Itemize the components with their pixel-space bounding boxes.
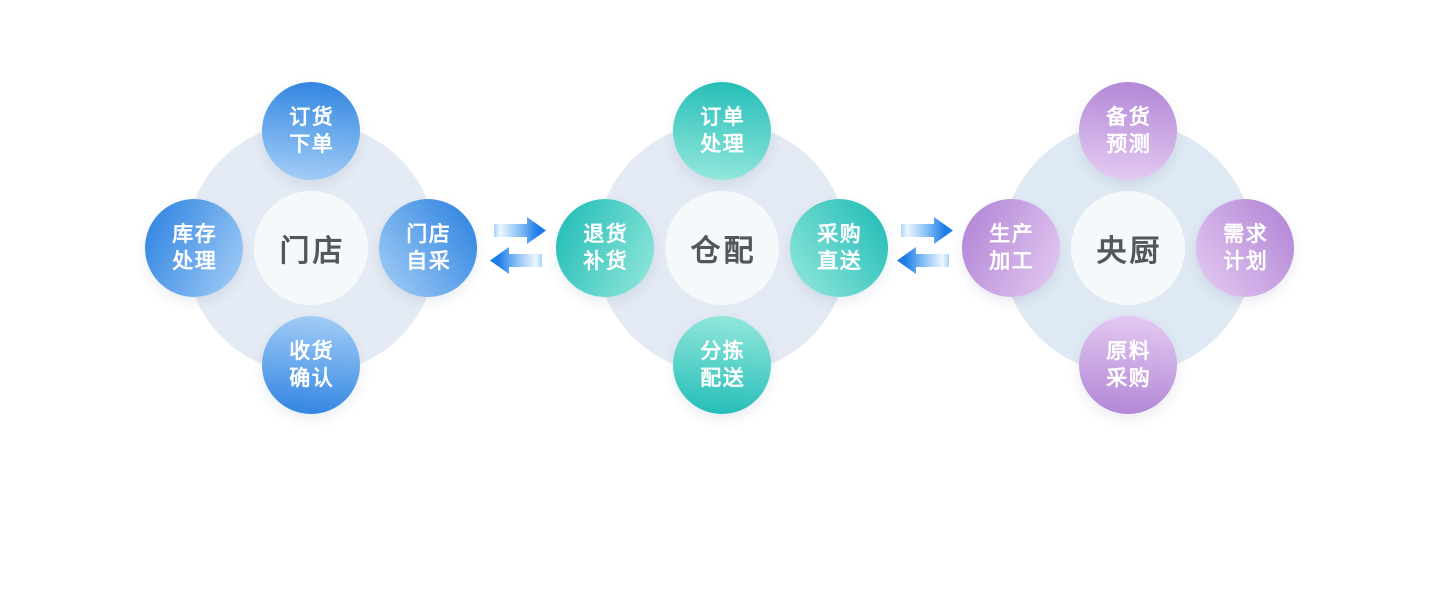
satellite-inventory-handling-circle: 库存 处理 xyxy=(145,199,243,297)
arrow-left-icon xyxy=(490,247,542,274)
cluster-center-label: 仓配 xyxy=(690,235,757,268)
satellite-label-line: 订货 xyxy=(289,106,335,129)
cluster-center-circle: 央厨 xyxy=(1071,191,1185,305)
arrow-left-icon xyxy=(897,247,949,274)
flow-arrows-store-warehouse xyxy=(490,216,546,276)
cluster-store: 订货 下单 库存 处理 门店 自采 收货 确认 门店 xyxy=(141,78,481,418)
satellite-direct-purchase-delivery-circle: 采购 直送 xyxy=(790,199,888,297)
cluster-center-label: 央厨 xyxy=(1096,235,1163,268)
satellite-label-line: 加工 xyxy=(989,250,1035,273)
satellite-label-line: 生产 xyxy=(989,223,1035,246)
flow-arrows-warehouse-kitchen xyxy=(897,216,953,276)
satellite-label-line: 处理 xyxy=(700,133,746,156)
satellite-label-line: 预测 xyxy=(1106,133,1152,156)
satellite-return-replenishment-circle: 退货 补货 xyxy=(556,199,654,297)
satellite-order-placement-circle: 订货 下单 xyxy=(262,82,360,180)
satellite-label-line: 门店 xyxy=(406,223,452,246)
satellite-label-line: 确认 xyxy=(289,367,335,390)
satellite-store-self-purchase-circle: 门店 自采 xyxy=(379,199,477,297)
cluster-center-label: 门店 xyxy=(279,235,346,268)
satellite-label-line: 采购 xyxy=(817,223,863,246)
satellite-raw-material-purchase-circle: 原料 采购 xyxy=(1079,316,1177,414)
satellite-label-line: 计划 xyxy=(1223,250,1269,273)
cluster-central-kitchen: 备货 预测 生产 加工 需求 计划 原料 采购 央厨 xyxy=(958,78,1298,418)
cluster-center-circle: 门店 xyxy=(254,191,368,305)
satellite-production-processing-circle: 生产 加工 xyxy=(962,199,1060,297)
satellite-label-line: 库存 xyxy=(172,223,218,246)
satellite-receiving-confirmation-circle: 收货 确认 xyxy=(262,316,360,414)
satellite-label-line: 分拣 xyxy=(700,340,746,363)
satellite-stock-forecast-circle: 备货 预测 xyxy=(1079,82,1177,180)
satellite-label-line: 退货 xyxy=(583,223,629,246)
satellite-label-line: 采购 xyxy=(1106,367,1152,390)
arrow-right-icon xyxy=(494,217,546,244)
satellite-sorting-delivery-circle: 分拣 配送 xyxy=(673,316,771,414)
satellite-label-line: 自采 xyxy=(406,250,452,273)
satellite-label-line: 收货 xyxy=(289,340,335,363)
satellite-order-processing-circle: 订单 处理 xyxy=(673,82,771,180)
satellite-label-line: 配送 xyxy=(700,367,746,390)
satellite-label-line: 直送 xyxy=(817,250,863,273)
arrow-right-icon xyxy=(901,217,953,244)
cluster-warehouse-distribution: 订单 处理 退货 补货 采购 直送 分拣 配送 仓配 xyxy=(552,78,892,418)
satellite-label-line: 下单 xyxy=(289,133,335,156)
cluster-center-circle: 仓配 xyxy=(665,191,779,305)
satellite-demand-planning-circle: 需求 计划 xyxy=(1196,199,1294,297)
satellite-label-line: 补货 xyxy=(583,250,629,273)
satellite-label-line: 需求 xyxy=(1223,223,1269,246)
satellite-label-line: 处理 xyxy=(172,250,218,273)
satellite-label-line: 原料 xyxy=(1106,340,1152,363)
satellite-label-line: 备货 xyxy=(1106,106,1152,129)
satellite-label-line: 订单 xyxy=(700,106,746,129)
